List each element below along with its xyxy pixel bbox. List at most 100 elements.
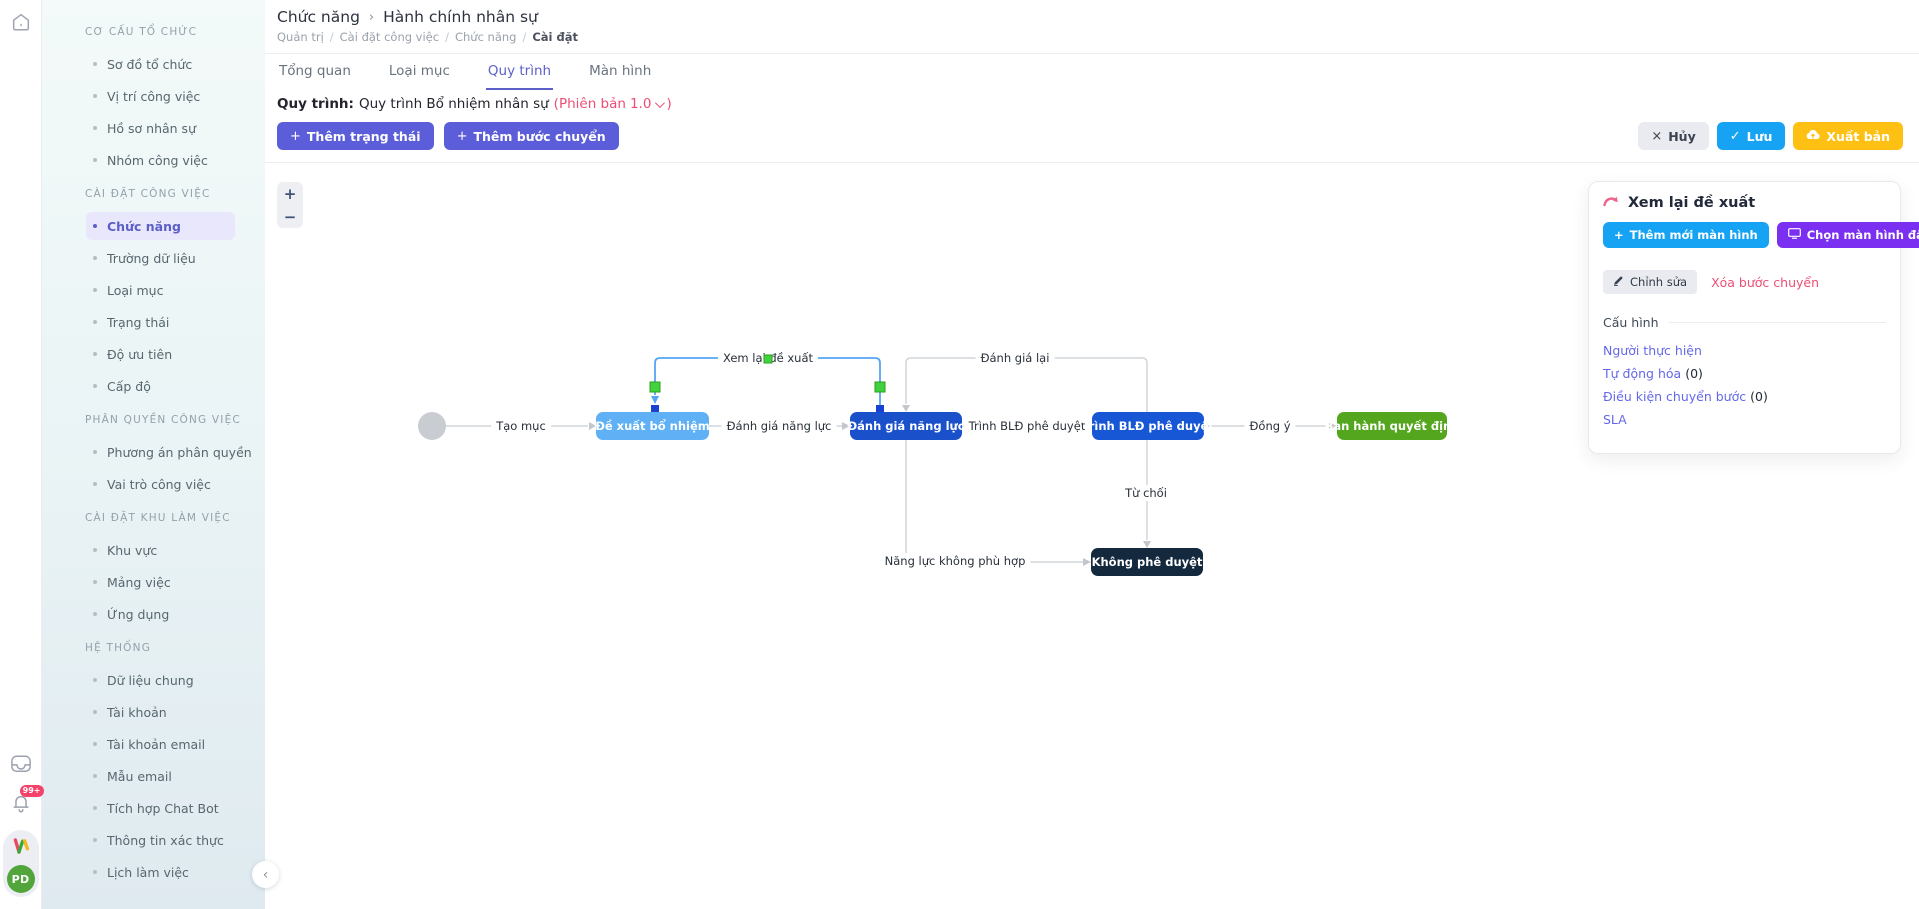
- save-button[interactable]: ✓ Lưu: [1716, 122, 1786, 150]
- edge-endpoint[interactable]: [876, 405, 884, 413]
- sidebar-item-chuc-nang[interactable]: Chức năng: [86, 212, 235, 240]
- close-icon: ×: [1651, 128, 1663, 144]
- tab-loai-muc[interactable]: Loại mục: [388, 63, 450, 79]
- sidebar-item-label: Trường dữ liệu: [107, 250, 196, 266]
- edge-midpoint-handle[interactable]: [763, 354, 773, 364]
- node-ban-hanh-quyet-dinh[interactable]: Ban hành quyết định: [1325, 412, 1459, 440]
- bullet-icon: [93, 710, 97, 714]
- node-danh-gia-nang-luc[interactable]: Đánh giá năng lực: [847, 412, 965, 440]
- sidebar-item-ho-so-nhan-su[interactable]: Hồ sơ nhân sự: [86, 114, 235, 142]
- tab-tong-quan[interactable]: Tổng quan: [279, 63, 351, 79]
- config-link-sla[interactable]: SLA: [1603, 408, 1886, 431]
- tab-man-hinh[interactable]: Màn hình: [589, 63, 652, 79]
- node-start[interactable]: [418, 412, 446, 440]
- sidebar-item-loai-muc[interactable]: Loại mục: [86, 276, 235, 304]
- sidebar-item-label: Nhóm công việc: [107, 152, 208, 168]
- sidebar-item-phuong-an-phan-quyen[interactable]: Phương án phân quyền: [86, 438, 252, 466]
- sidebar-item-du-lieu-chung[interactable]: Dữ liệu chung: [86, 666, 235, 694]
- sidebar-item-do-uu-tien[interactable]: Độ ưu tiên: [86, 340, 235, 368]
- sidebar-item-ung-dung[interactable]: Ứng dụng: [86, 600, 235, 628]
- sidebar-item-lich-lam-viec[interactable]: Lịch làm việc: [86, 858, 235, 886]
- edge-label-tao-muc[interactable]: Tạo mục: [491, 418, 551, 434]
- inbox-icon[interactable]: [9, 752, 33, 776]
- user-avatar[interactable]: PD: [6, 865, 35, 893]
- edge-label-tu-choi[interactable]: Từ chối: [1120, 485, 1172, 501]
- edge-label-danh-gia-nang-luc[interactable]: Đánh giá năng lực: [721, 418, 837, 434]
- add-state-button[interactable]: + Thêm trạng thái: [277, 122, 434, 150]
- arrowhead-icon: [1143, 541, 1151, 548]
- sidebar-item-so-do-to-chuc[interactable]: Sơ đồ tổ chức: [86, 50, 235, 78]
- version-selector[interactable]: (Phiên bản 1.0 ): [554, 96, 672, 112]
- breadcrumb-separator: /: [522, 30, 527, 44]
- panel-title-row: Xem lại đề xuất: [1603, 195, 1886, 211]
- sidebar-item-vai-tro-cong-viec[interactable]: Vai trò công việc: [86, 470, 235, 498]
- arrowhead-icon: [589, 422, 596, 430]
- notifications-bell-icon[interactable]: 99+: [9, 785, 44, 815]
- sidebar-item-thong-tin-xac-thuc[interactable]: Thông tin xác thực: [86, 826, 235, 854]
- breadcrumb-item-current: Cài đặt: [532, 30, 578, 44]
- node-de-xuat-bo-nhiem[interactable]: Đề xuất bổ nhiệm: [595, 412, 710, 440]
- sidebar-item-mang-viec[interactable]: Mảng việc: [86, 568, 235, 596]
- breadcrumb-item[interactable]: Cài đặt công việc: [339, 30, 440, 44]
- choose-screen-button[interactable]: Chọn màn hình đã có: [1776, 222, 1919, 248]
- check-icon: ✓: [1729, 128, 1741, 144]
- sidebar-item-khu-vuc[interactable]: Khu vực: [86, 536, 235, 564]
- edge-nang-luc-khong-phu-hop[interactable]: [905, 440, 1083, 563]
- delete-transition-link[interactable]: Xóa bước chuyển: [1711, 274, 1820, 290]
- config-link-dieu-kien-chuyen-buoc[interactable]: Điều kiện chuyển bước (0): [1603, 385, 1886, 408]
- node-khong-phe-duyet[interactable]: Không phê duyệt: [1091, 548, 1203, 576]
- zoom-in-button[interactable]: +: [283, 184, 297, 203]
- sidebar-item-tich-hop-chat-bot[interactable]: Tích hợp Chat Bot: [86, 794, 235, 822]
- sidebar-item-label: Tài khoản: [107, 704, 167, 720]
- publish-button[interactable]: Xuất bản: [1793, 122, 1903, 150]
- edge-handle[interactable]: [649, 381, 661, 393]
- config-link-label: Tự động hóa: [1603, 366, 1682, 381]
- edge-handle[interactable]: [874, 381, 886, 393]
- config-link-nguoi-thuc-hien[interactable]: Người thực hiện: [1603, 339, 1886, 362]
- bullet-icon: [93, 806, 97, 810]
- add-screen-button[interactable]: + Thêm mới màn hình: [1603, 222, 1769, 248]
- edge-endpoint[interactable]: [651, 405, 659, 413]
- sidebar-item-tai-khoan-email[interactable]: Tài khoản email: [86, 730, 235, 758]
- sidebar-item-nhom-cong-viec[interactable]: Nhóm công việc: [86, 146, 235, 174]
- edge-label-trinh-bld-phe-duyet[interactable]: Trình BLĐ phê duyệt: [963, 418, 1091, 434]
- sidebar-item-label: Vai trò công việc: [107, 476, 211, 492]
- sidebar-item-tai-khoan[interactable]: Tài khoản: [86, 698, 235, 726]
- sidebar-collapse-button[interactable]: ‹: [252, 861, 279, 888]
- home-icon[interactable]: [9, 10, 33, 34]
- page-title-primary[interactable]: Chức năng: [277, 8, 360, 26]
- tab-bar: Tổng quan Loại mục Quy trình Màn hình: [265, 54, 1919, 90]
- edge-label-nang-luc-khong-phu-hop[interactable]: Năng lực không phù hợp: [879, 553, 1031, 569]
- edge-label-danh-gia-lai[interactable]: Đánh giá lại: [975, 350, 1055, 366]
- config-link-count: (0): [1750, 389, 1768, 404]
- workflow-canvas[interactable]: + −: [265, 163, 1919, 909]
- node-trinh-bld-phe-duyet[interactable]: Trình BLĐ phê duyệt: [1082, 412, 1214, 440]
- sidebar-item-label: Chức năng: [107, 218, 181, 234]
- config-link-tu-dong-hoa[interactable]: Tự động hóa (0): [1603, 362, 1886, 385]
- sidebar-item-label: Khu vực: [107, 542, 158, 558]
- sidebar-item-label: Lịch làm việc: [107, 864, 189, 880]
- add-transition-button[interactable]: + Thêm bước chuyển: [443, 122, 619, 150]
- edit-button[interactable]: Chỉnh sửa: [1603, 270, 1698, 294]
- tab-quy-trinh[interactable]: Quy trình: [485, 55, 554, 90]
- cancel-button[interactable]: × Hủy: [1638, 122, 1709, 150]
- breadcrumb-item[interactable]: Chức năng: [454, 30, 517, 44]
- sidebar-item-mau-email[interactable]: Mẫu email: [86, 762, 235, 790]
- add-state-label: Thêm trạng thái: [306, 128, 421, 144]
- bullet-icon: [93, 742, 97, 746]
- notification-badge: 99+: [19, 785, 44, 797]
- edge-label-dong-y[interactable]: Đồng ý: [1244, 418, 1296, 434]
- zoom-out-button[interactable]: −: [283, 207, 297, 226]
- sidebar-item-label: Loại mục: [107, 282, 164, 298]
- breadcrumb-item[interactable]: Quản trị: [277, 30, 324, 44]
- sidebar-item-vi-tri-cong-viec[interactable]: Vị trí công việc: [86, 82, 235, 110]
- sidebar-item-cap-do[interactable]: Cấp độ: [86, 372, 235, 400]
- plus-icon: +: [456, 128, 468, 144]
- cloud-upload-icon: [1806, 129, 1820, 143]
- sidebar-item-truong-du-lieu[interactable]: Trường dữ liệu: [86, 244, 235, 272]
- config-links: Người thực hiện Tự động hóa (0) Điều kiệ…: [1603, 339, 1886, 431]
- edge-danh-gia-lai[interactable]: [905, 357, 1148, 412]
- app-logo-icon[interactable]: [9, 834, 33, 858]
- sidebar-item-trang-thai[interactable]: Trạng thái: [86, 308, 235, 336]
- main-content: Chức năng › Hành chính nhân sự Quản trị …: [265, 0, 1919, 909]
